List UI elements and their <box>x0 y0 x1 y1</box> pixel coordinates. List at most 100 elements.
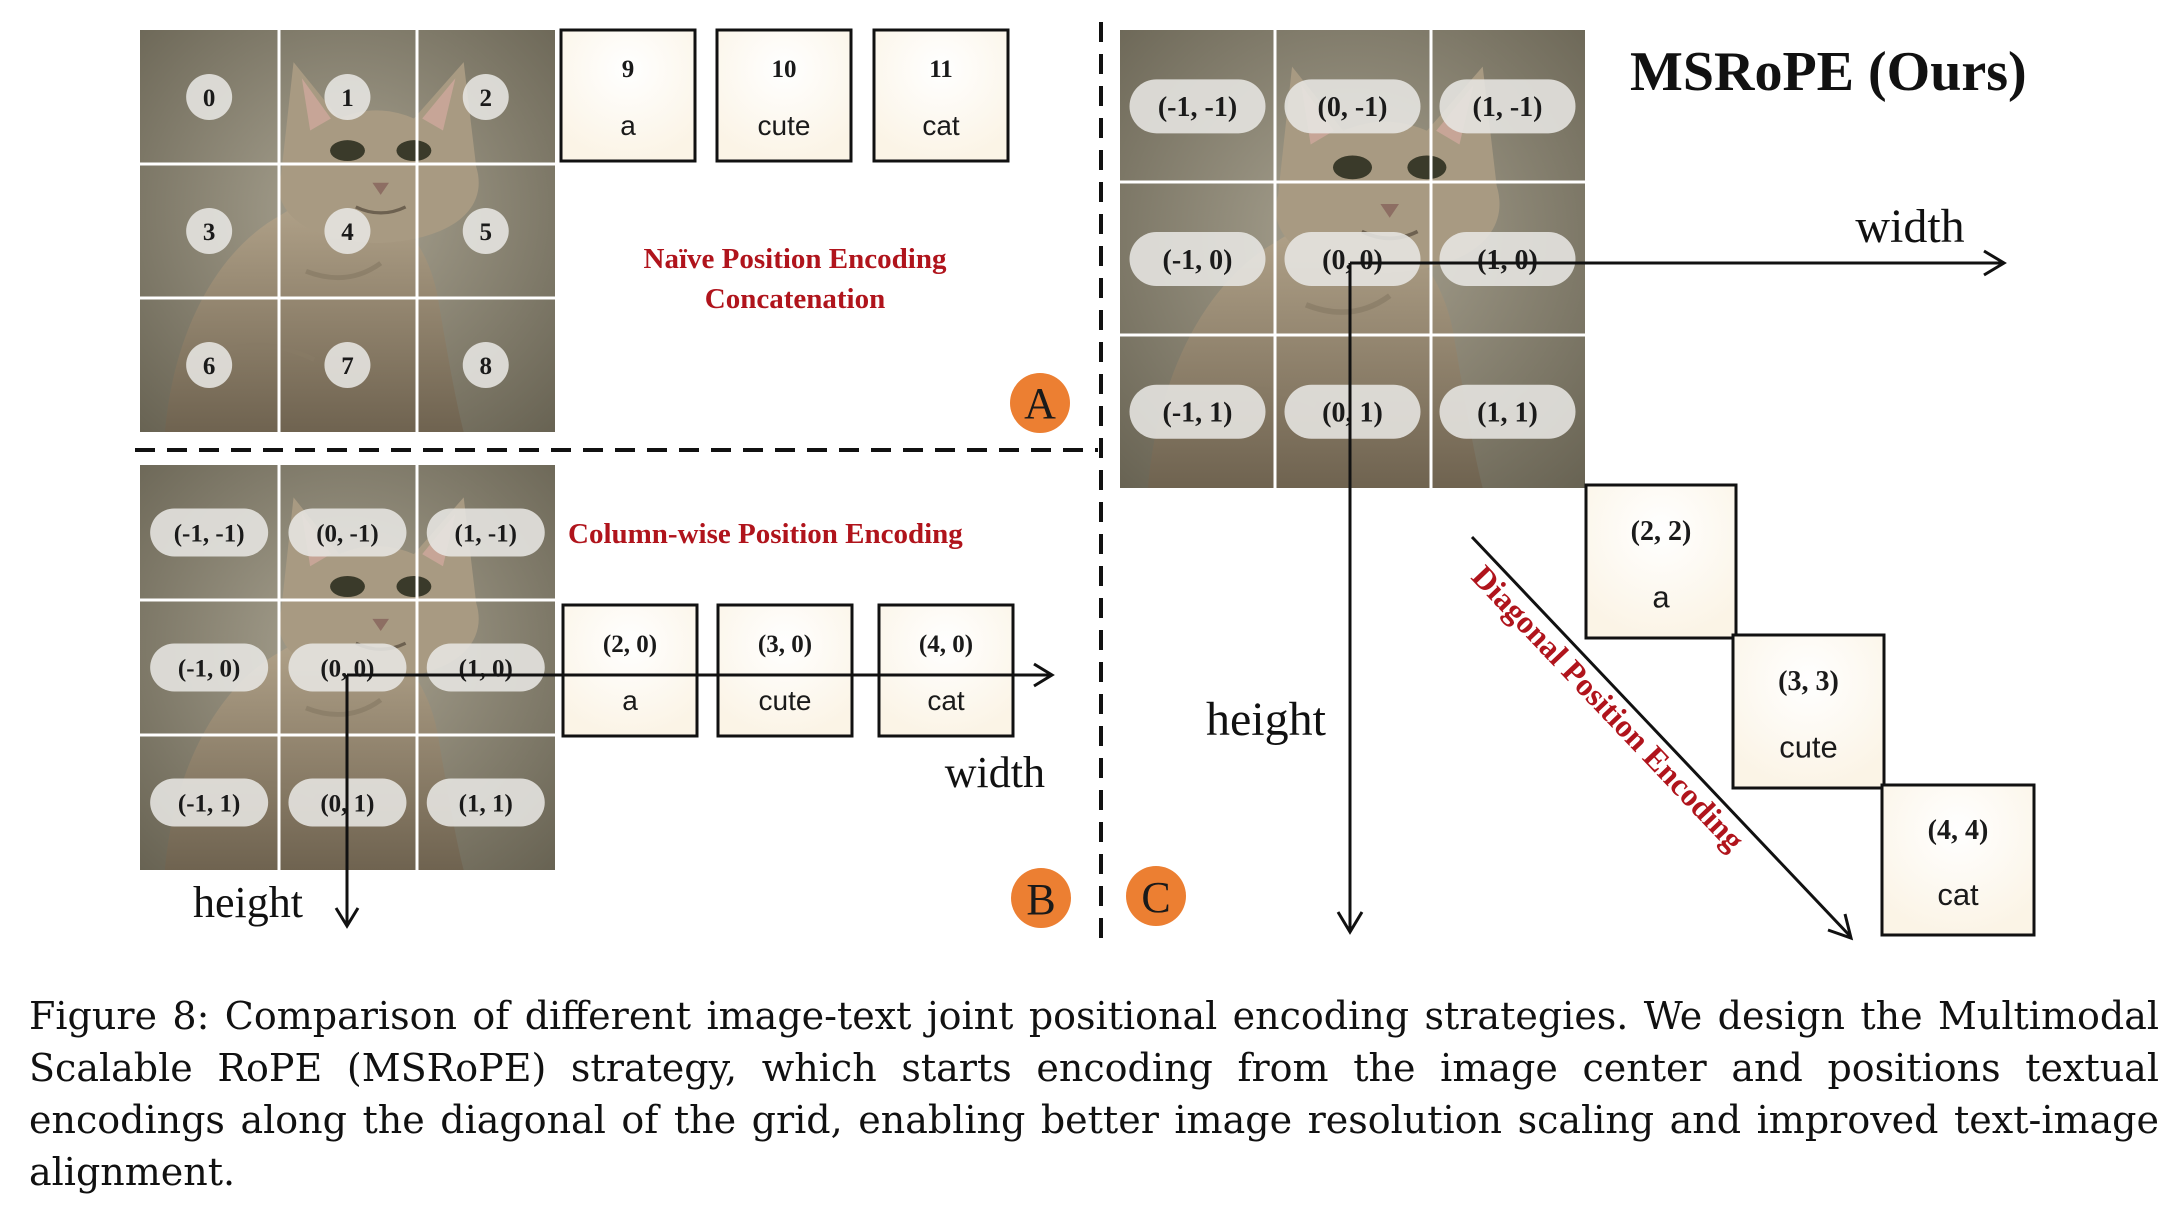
patch-label: (1, 0) <box>1439 232 1576 287</box>
token-index: (4, 4) <box>1928 815 1989 846</box>
patch-label-text: (1, 0) <box>1477 245 1538 276</box>
patch-label-text: (1, 1) <box>1477 398 1538 429</box>
patch-label-text: 8 <box>480 353 493 380</box>
patch-label: (-1, 0) <box>1129 232 1266 287</box>
diagonal-arrow <box>1470 535 1854 941</box>
patch-label: 5 <box>462 208 509 254</box>
patch-labels: (-1, -1) (0, -1) (1, -1) (-1, 0) (0, 0) (1, 0… <box>1129 79 1576 439</box>
height-axis-arrow <box>334 675 360 929</box>
patch-label-text: (-1, -1) <box>174 520 245 547</box>
patch-label: (1, 0) <box>426 643 545 692</box>
patch-label-text: 1 <box>341 85 354 112</box>
patch-label-text: (-1, 1) <box>178 790 240 817</box>
patch-label: (-1, 0) <box>150 643 269 692</box>
patch-label: (1, -1) <box>1439 79 1576 134</box>
patch-label: (0, 1) <box>1284 384 1421 439</box>
text-token: (4, 4) cat <box>1880 783 2036 937</box>
patch-label: 3 <box>186 208 233 254</box>
patch-label: (0, -1) <box>288 508 407 557</box>
patch-label-text: 7 <box>341 353 354 380</box>
patch-label-text: (-1, 0) <box>1163 245 1233 276</box>
token-word: cute <box>759 685 812 716</box>
patch-label-text: 2 <box>480 85 493 112</box>
patch-label: 7 <box>324 342 371 388</box>
patch-grid-lines <box>140 30 555 432</box>
patch-grid-lines <box>1120 30 1585 488</box>
patch-label-text: (1, -1) <box>1473 92 1543 123</box>
badge-a: A <box>1010 373 1070 433</box>
text-tokens: (2, 2)a (3, 3) cute (4, 4) cat <box>1584 483 2036 937</box>
patch-label: (1, 1) <box>1439 384 1576 439</box>
token-word: cat <box>1937 877 1979 912</box>
text-token: (2, 2)a <box>1584 483 1738 640</box>
patch-label: 1 <box>324 74 371 120</box>
token-index: (3, 3) <box>1778 666 1839 697</box>
panel-a-title-line-2: Concatenation <box>705 283 885 315</box>
patch-label: (-1, -1) <box>150 508 269 557</box>
text-token: (4, 0) cat <box>877 603 1015 738</box>
patch-label-text: (-1, -1) <box>1158 92 1237 123</box>
figure-caption: Figure 8: Comparison of different image-… <box>29 994 2159 1194</box>
patch-label: 6 <box>186 342 233 388</box>
height-label: height <box>1206 693 1327 746</box>
panel-c-title: MSRoPE (Ours) <box>1630 41 2027 103</box>
svg-text:C: C <box>1141 873 1170 922</box>
patch-label-text: (1, 0) <box>459 655 513 682</box>
width-label: width <box>1855 200 1964 253</box>
patch-label: (-1, -1) <box>1129 79 1266 134</box>
patch-label-text: 5 <box>480 219 493 246</box>
patch-label: (-1, 1) <box>150 778 269 827</box>
panel-b: (-1, -1)(0, -1)(1, -1)(-1, 0)(0, 0)(1, 0… <box>140 465 1071 929</box>
token-index: (3, 0) <box>758 631 812 658</box>
patch-label: (0, 0) <box>1284 232 1421 287</box>
patch-label: 2 <box>462 74 509 120</box>
token-index: (2, 2) <box>1631 516 1692 547</box>
svg-text:B: B <box>1026 875 1055 924</box>
token-index: (4, 0) <box>919 631 973 658</box>
text-token: 9a <box>559 28 697 163</box>
patch-label-text: (0, 1) <box>1322 398 1383 429</box>
token-index: 10 <box>772 56 797 83</box>
patch-label-text: (-1, 1) <box>1163 398 1233 429</box>
text-token: 10 cute <box>715 28 853 163</box>
patch-label-text: (1, -1) <box>455 520 517 547</box>
patch-label-text: (0, -1) <box>316 520 378 547</box>
patch-label-text: 3 <box>203 219 216 246</box>
token-word: cat <box>927 685 965 716</box>
patch-label-text: (1, 1) <box>459 790 513 817</box>
patch-label-text: (0, -1) <box>1318 92 1388 123</box>
patch-label-text: (-1, 0) <box>178 655 240 682</box>
token-word: a <box>620 110 636 141</box>
patch-label: (1, -1) <box>426 508 545 557</box>
width-axis-arrow <box>347 662 1055 688</box>
patch-label-text: 6 <box>203 353 216 380</box>
patch-labels: 0 1 2 3 4 5 6 7 8 <box>186 74 509 388</box>
patch-label: (-1, 1) <box>1129 384 1266 439</box>
text-token: (3, 0) cute <box>716 603 854 738</box>
width-axis-arrow <box>1350 249 2007 277</box>
patch-label: 8 <box>462 342 509 388</box>
patch-label-text: (0, 0) <box>1322 245 1383 276</box>
text-token: (2, 0) a <box>561 603 699 738</box>
patch-label: 4 <box>324 208 371 254</box>
patch-label-text: 4 <box>341 219 354 246</box>
token-word: cute <box>758 110 811 141</box>
patch-labels: (-1, -1)(0, -1)(1, -1)(-1, 0)(0, 0)(1, 0… <box>150 508 545 827</box>
token-word: cat <box>922 110 960 141</box>
patch-label: 0 <box>186 74 233 120</box>
token-word: a <box>622 685 638 716</box>
width-label: width <box>945 748 1045 797</box>
token-index: (2, 0) <box>603 631 657 658</box>
text-tokens: (2, 0) a (3, 0) cute (4, 0) cat <box>561 603 1015 738</box>
text-token: (3, 3) cute <box>1731 633 1886 790</box>
panel-a-title-line-1: Naïve Position Encoding <box>644 243 947 275</box>
panel-c: (-1, -1) (0, -1) (1, -1) (-1, 0) (0, 0) (1, 0… <box>1120 30 2036 941</box>
height-axis-arrow <box>1336 263 1364 935</box>
svg-text:A: A <box>1024 379 1056 428</box>
patch-label: (1, 1) <box>426 778 545 827</box>
token-word: cute <box>1779 729 1838 764</box>
